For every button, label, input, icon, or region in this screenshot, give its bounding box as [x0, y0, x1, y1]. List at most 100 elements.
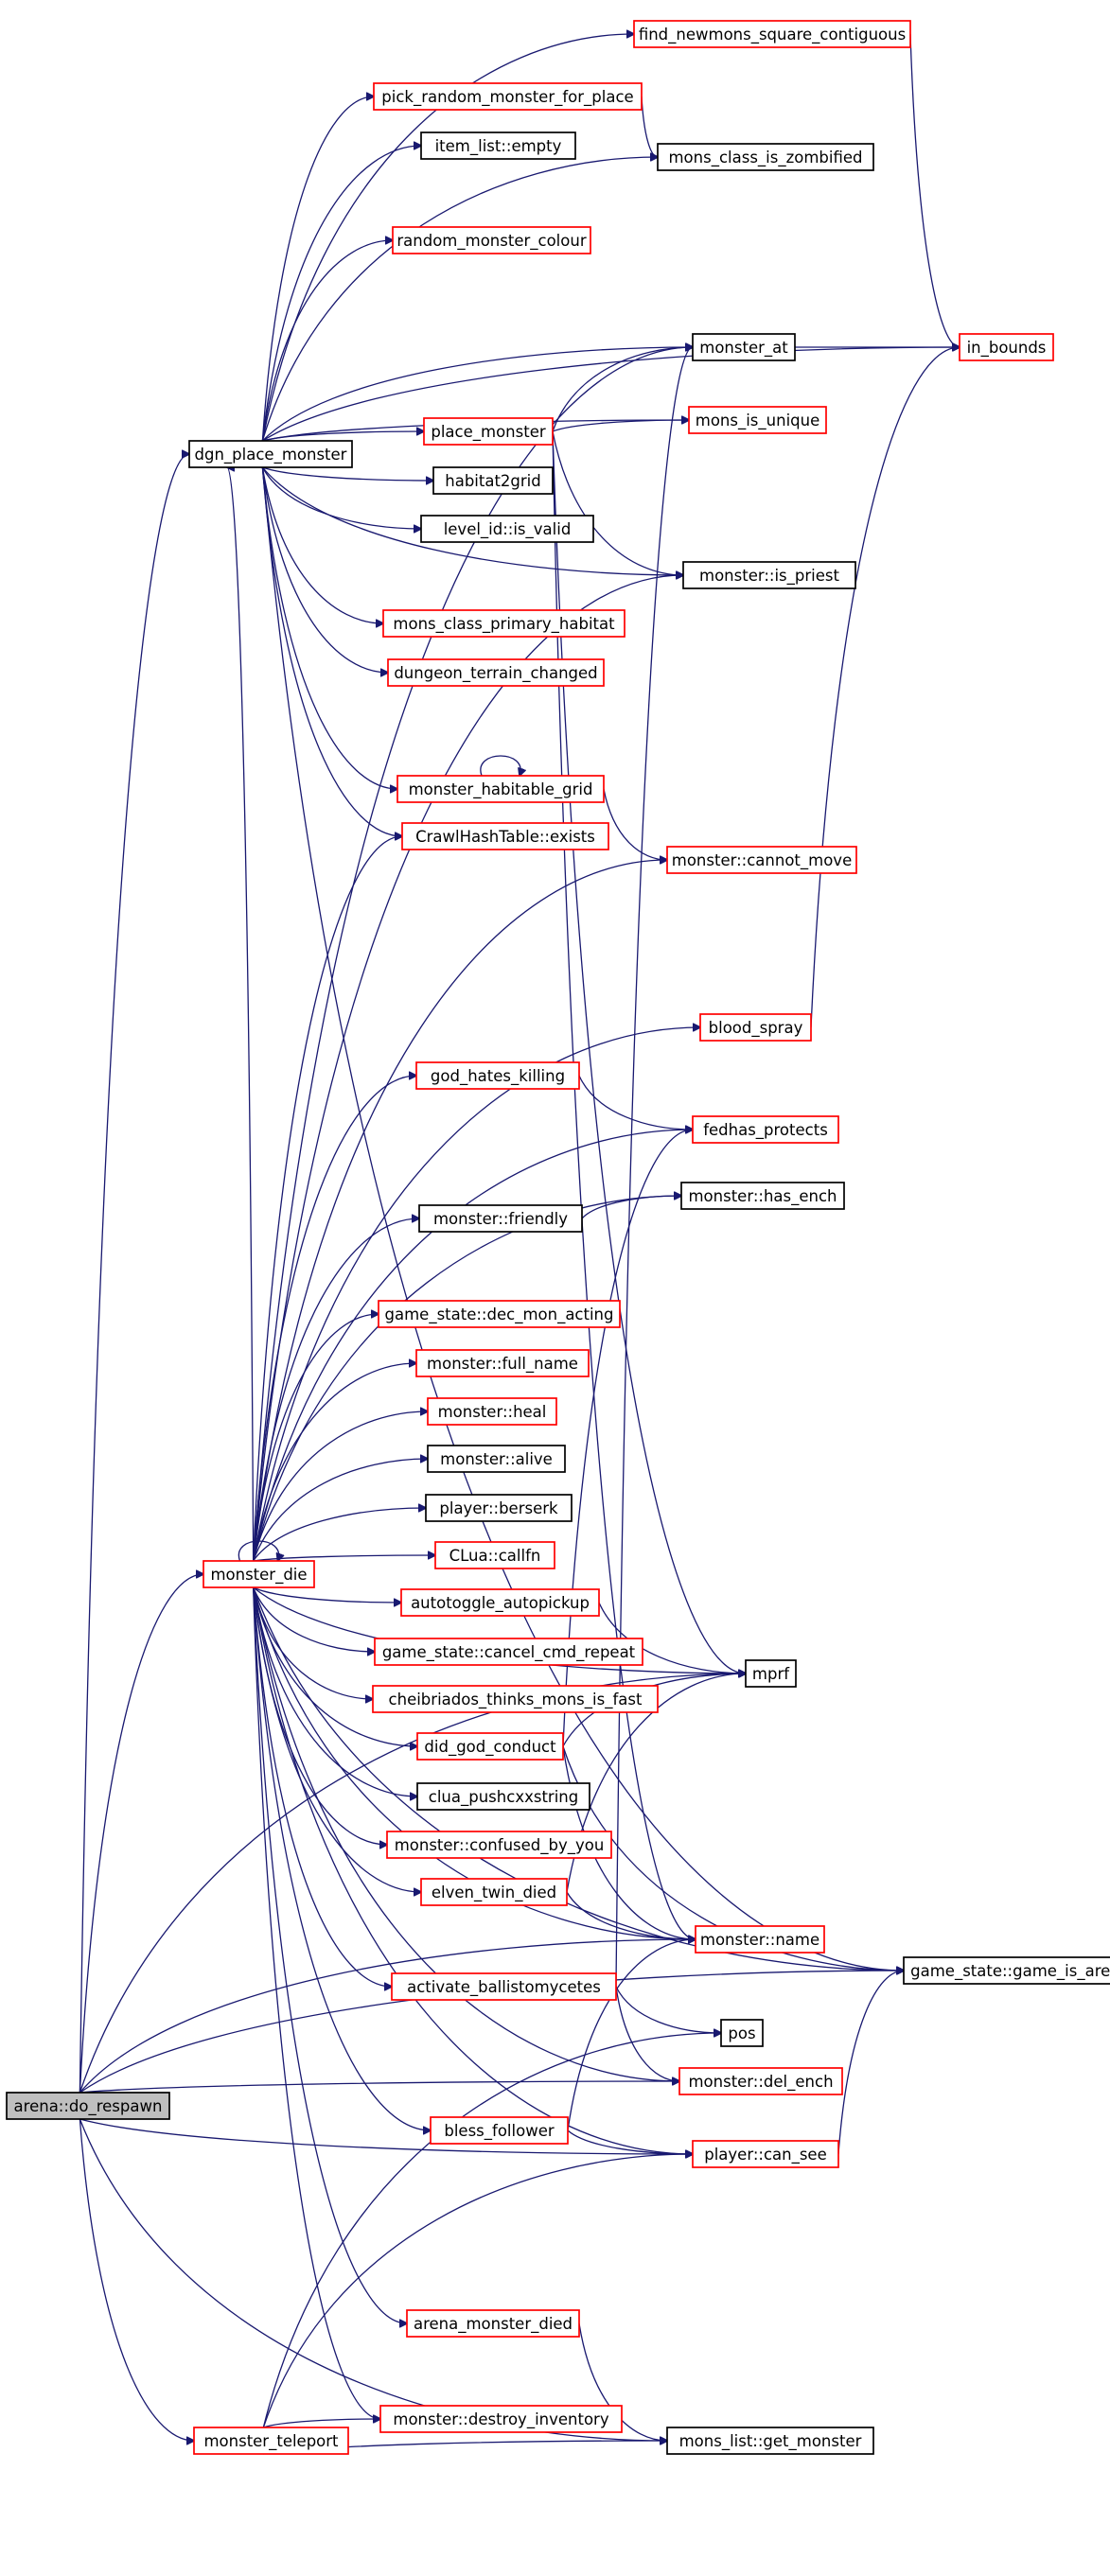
node-bs[interactable]: blood_spray: [699, 1013, 812, 1042]
node-pm[interactable]: place_monster: [423, 417, 554, 446]
node-mt[interactable]: monster_teleport: [193, 2427, 349, 2455]
node-box[interactable]: [420, 131, 576, 160]
node-amd[interactable]: arena_monster_died: [406, 2309, 580, 2338]
node-box[interactable]: [692, 1115, 839, 1144]
node-box[interactable]: [416, 1732, 564, 1761]
node-mdi[interactable]: monster::destroy_inventory: [379, 2405, 623, 2433]
node-dgc[interactable]: did_god_conduct: [416, 1732, 564, 1761]
node-cps[interactable]: clua_pushcxxstring: [416, 1782, 590, 1811]
node-box[interactable]: [745, 1659, 797, 1688]
node-aap[interactable]: autotoggle_autopickup: [400, 1588, 600, 1617]
node-box[interactable]: [427, 1445, 566, 1473]
node-ctmf[interactable]: cheibriados_thinks_mons_is_fast: [372, 1685, 659, 1713]
node-box[interactable]: [959, 333, 1054, 361]
node-box[interactable]: [193, 2427, 349, 2455]
node-pcs[interactable]: player::can_see: [692, 2140, 839, 2168]
node-gsdma[interactable]: game_state::dec_mon_acting: [378, 1300, 621, 1328]
node-box[interactable]: [401, 822, 609, 850]
node-box[interactable]: [633, 20, 911, 48]
node-md[interactable]: monster_die: [203, 1560, 315, 1588]
node-box[interactable]: [903, 1956, 1110, 1985]
node-box[interactable]: [666, 846, 857, 874]
node-box[interactable]: [420, 515, 594, 543]
node-che[interactable]: CrawlHashTable::exists: [401, 822, 609, 850]
node-box[interactable]: [423, 417, 554, 446]
node-box[interactable]: [406, 2309, 580, 2338]
node-mal[interactable]: monster::alive: [427, 1445, 566, 1473]
node-ile[interactable]: item_list::empty: [420, 131, 576, 160]
node-box[interactable]: [680, 1182, 845, 1210]
node-box[interactable]: [374, 1638, 643, 1666]
node-mip[interactable]: monster::is_priest: [682, 561, 856, 589]
node-box[interactable]: [391, 1972, 617, 2001]
node-box[interactable]: [396, 775, 605, 803]
node-mciz[interactable]: mons_class_is_zombified: [657, 143, 874, 171]
node-box[interactable]: [372, 1685, 659, 1713]
node-etd[interactable]: elven_twin_died: [420, 1878, 568, 1906]
node-box[interactable]: [415, 1061, 580, 1090]
node-dtc[interactable]: dungeon_terrain_changed: [387, 658, 605, 687]
node-mat[interactable]: monster_at: [692, 333, 796, 361]
node-pos[interactable]: pos: [720, 2019, 764, 2047]
node-mcph[interactable]: mons_class_primary_habitat: [382, 609, 625, 638]
node-mlgm[interactable]: mons_list::get_monster: [666, 2427, 874, 2455]
node-ab[interactable]: activate_ballistomycetes: [391, 1972, 617, 2001]
node-box[interactable]: [373, 82, 643, 111]
node-mhe[interactable]: monster::has_ench: [680, 1182, 845, 1210]
node-mhg[interactable]: monster_habitable_grid: [396, 775, 605, 803]
node-box[interactable]: [418, 1204, 583, 1233]
node-mprf[interactable]: mprf: [745, 1659, 797, 1688]
node-box[interactable]: [657, 143, 874, 171]
node-prm[interactable]: pick_random_monster_for_place: [373, 82, 643, 111]
node-box[interactable]: [692, 2140, 839, 2168]
node-mcm[interactable]: monster::cannot_move: [666, 846, 857, 874]
node-dgn[interactable]: dgn_place_monster: [188, 440, 353, 468]
node-box[interactable]: [695, 1925, 825, 1954]
node-box[interactable]: [382, 609, 625, 638]
node-box[interactable]: [378, 1300, 621, 1328]
node-box[interactable]: [416, 1782, 590, 1811]
node-box[interactable]: [188, 440, 353, 468]
node-box[interactable]: [387, 658, 605, 687]
node-mfn[interactable]: monster::full_name: [415, 1349, 590, 1377]
node-box[interactable]: [430, 2116, 569, 2145]
node-root[interactable]: arena::do_respawn: [6, 2092, 170, 2120]
node-clc[interactable]: CLua::callfn: [434, 1541, 555, 1569]
node-pb[interactable]: player::berserk: [425, 1494, 573, 1522]
node-box[interactable]: [678, 2067, 843, 2095]
node-liv[interactable]: level_id::is_valid: [420, 515, 594, 543]
node-h2g[interactable]: habitat2grid: [432, 466, 554, 495]
node-box[interactable]: [682, 561, 856, 589]
node-box[interactable]: [427, 1397, 557, 1426]
node-box[interactable]: [699, 1013, 812, 1042]
node-fnsc[interactable]: find_newmons_square_contiguous: [633, 20, 911, 48]
node-bf[interactable]: bless_follower: [430, 2116, 569, 2145]
node-mn[interactable]: monster::name: [695, 1925, 825, 1954]
node-fp[interactable]: fedhas_protects: [692, 1115, 839, 1144]
node-box[interactable]: [386, 1831, 612, 1859]
node-box[interactable]: [420, 1878, 568, 1906]
node-ghk[interactable]: god_hates_killing: [415, 1061, 580, 1090]
node-box[interactable]: [400, 1588, 600, 1617]
node-mde[interactable]: monster::del_ench: [678, 2067, 843, 2095]
node-gsccr[interactable]: game_state::cancel_cmd_repeat: [374, 1638, 643, 1666]
node-box[interactable]: [203, 1560, 315, 1588]
node-box[interactable]: [434, 1541, 555, 1569]
node-mh[interactable]: monster::heal: [427, 1397, 557, 1426]
node-box[interactable]: [6, 2092, 170, 2120]
node-box[interactable]: [692, 333, 796, 361]
node-mcby[interactable]: monster::confused_by_you: [386, 1831, 612, 1859]
node-inb[interactable]: in_bounds: [959, 333, 1054, 361]
node-mfr[interactable]: monster::friendly: [418, 1204, 583, 1233]
node-box[interactable]: [720, 2019, 764, 2047]
node-box[interactable]: [432, 466, 554, 495]
node-miu[interactable]: mons_is_unique: [688, 406, 827, 434]
node-gsgia[interactable]: game_state::game_is_arena: [903, 1956, 1110, 1985]
node-box[interactable]: [688, 406, 827, 434]
node-box[interactable]: [425, 1494, 573, 1522]
node-box[interactable]: [666, 2427, 874, 2455]
node-box[interactable]: [392, 226, 591, 254]
node-box[interactable]: [415, 1349, 590, 1377]
node-rmc[interactable]: random_monster_colour: [392, 226, 591, 254]
node-box[interactable]: [379, 2405, 623, 2433]
